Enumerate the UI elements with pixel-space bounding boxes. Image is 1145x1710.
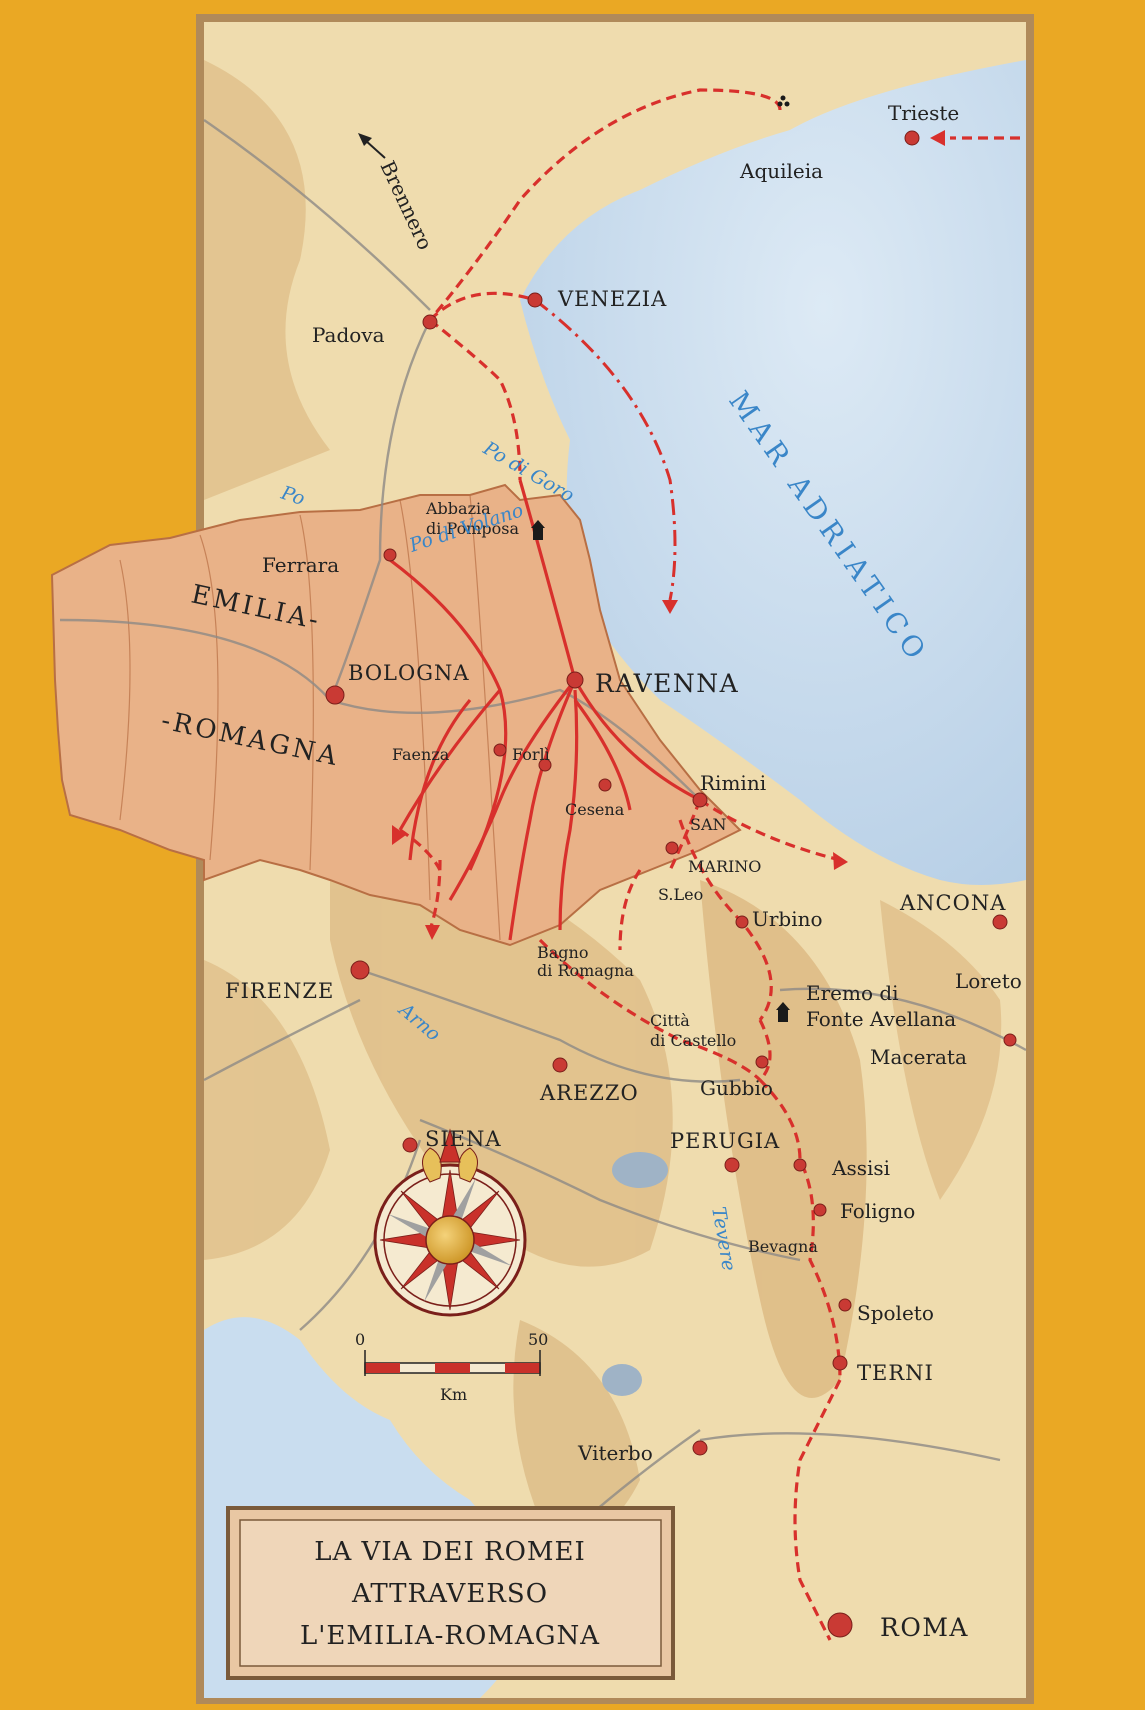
assisi-marker: [793, 1158, 807, 1172]
label-bologna: BOLOGNA: [348, 661, 470, 685]
label-abbazia: Abbazia: [425, 499, 491, 518]
aquileia-ruins-icon: [777, 95, 790, 107]
label-foligno: Foligno: [840, 1199, 915, 1223]
terni-marker: [832, 1355, 848, 1371]
urbino-marker: [735, 915, 749, 929]
label-roma: ROMA: [880, 1613, 969, 1642]
ancona-marker: [992, 914, 1008, 930]
cesena-marker: [598, 778, 612, 792]
label-cesena: Cesena: [565, 800, 625, 819]
label-siena: SIENA: [425, 1127, 502, 1151]
label-ancona: ANCONA: [899, 891, 1006, 915]
perugia-marker: [724, 1157, 740, 1173]
label-terni: TERNI: [857, 1361, 934, 1385]
label-rimini: Rimini: [700, 771, 766, 795]
title-cartouche: [226, 1506, 675, 1680]
faenza-marker: [493, 743, 507, 757]
lake-trasimeno: [612, 1152, 668, 1188]
label-bagno: Bagno: [537, 943, 588, 962]
bologna-marker: [325, 685, 345, 705]
siena-marker: [402, 1137, 418, 1153]
label-citta: Città: [650, 1011, 690, 1030]
label-scale-unit: Km: [440, 1385, 467, 1404]
firenze-marker: [350, 960, 370, 980]
title-line-3: L'EMILIA-ROMAGNA: [300, 1621, 600, 1651]
label-spoleto: Spoleto: [857, 1301, 934, 1325]
spoleto-marker: [838, 1298, 852, 1312]
hermitage-icon: [776, 1002, 790, 1022]
label-loreto: Loreto: [955, 969, 1022, 993]
label-ferrara: Ferrara: [262, 553, 339, 577]
label-trieste: Trieste: [888, 101, 959, 125]
scale-bar: [364, 1350, 541, 1376]
label-assisi: Assisi: [831, 1156, 890, 1180]
label-san: SAN: [690, 815, 727, 834]
label-urbino: Urbino: [752, 907, 823, 931]
label-fonte-avellana: Fonte Avellana: [806, 1007, 956, 1031]
viterbo-marker: [692, 1440, 708, 1456]
label-firenze: FIRENZE: [225, 979, 334, 1003]
arezzo-marker: [552, 1057, 568, 1073]
label-di-castello: di Castello: [650, 1031, 736, 1050]
sea-route: [534, 298, 677, 601]
adriatic-sea: [520, 60, 1026, 885]
ferrara-marker: [383, 548, 397, 562]
ravenna-marker: [566, 671, 584, 689]
label-forli: Forlì: [512, 745, 550, 764]
label-faenza: Faenza: [392, 745, 450, 764]
label-viterbo: Viterbo: [577, 1441, 653, 1465]
terrain: [204, 60, 1002, 1534]
city-markers: [325, 130, 1017, 1638]
abbey-icon: [531, 520, 545, 540]
title-line-2: ATTRAVERSO: [351, 1579, 548, 1609]
label-marino: MARINO: [688, 857, 761, 876]
label-ravenna: RAVENNA: [595, 669, 739, 698]
title-line-1: LA VIA DEI ROMEI: [314, 1537, 586, 1567]
padova-marker: [422, 314, 438, 330]
label-bevagna: Bevagna: [748, 1237, 818, 1256]
label-arezzo: AREZZO: [539, 1081, 639, 1105]
label-perugia: PERUGIA: [670, 1129, 780, 1153]
trieste-marker: [904, 130, 920, 146]
label-macerata: Macerata: [870, 1045, 967, 1069]
label-venezia: VENEZIA: [557, 287, 667, 311]
roma-marker: [827, 1612, 853, 1638]
label-gubbio: Gubbio: [700, 1076, 773, 1100]
road-network: [59, 119, 1027, 1581]
macerata-marker: [1003, 1033, 1017, 1047]
venezia-marker: [527, 292, 543, 308]
label-eremo-di: Eremo di: [806, 981, 899, 1005]
forli-marker: [538, 758, 552, 772]
pilgrim-routes: [389, 88, 1020, 1641]
route-arrows: [392, 130, 945, 940]
san-marino-marker: [665, 841, 679, 855]
label-sleo: S.Leo: [658, 885, 703, 904]
label-scale-fifty: 50: [528, 1330, 548, 1349]
label-aquileia: Aquileia: [739, 159, 823, 183]
rimini-marker: [692, 792, 708, 808]
lake-bolsena: [602, 1364, 642, 1396]
label-padova: Padova: [312, 323, 385, 347]
gubbio-marker: [755, 1055, 769, 1069]
label-di-romagna: di Romagna: [537, 961, 634, 980]
compass-rose-icon: [373, 1128, 527, 1317]
label-scale-zero: 0: [355, 1330, 365, 1349]
sea-route-arrow: [662, 600, 678, 614]
label-di-pomposa: di Pomposa: [426, 519, 519, 538]
brennero-arrow: [358, 133, 386, 159]
foligno-marker: [813, 1203, 827, 1217]
